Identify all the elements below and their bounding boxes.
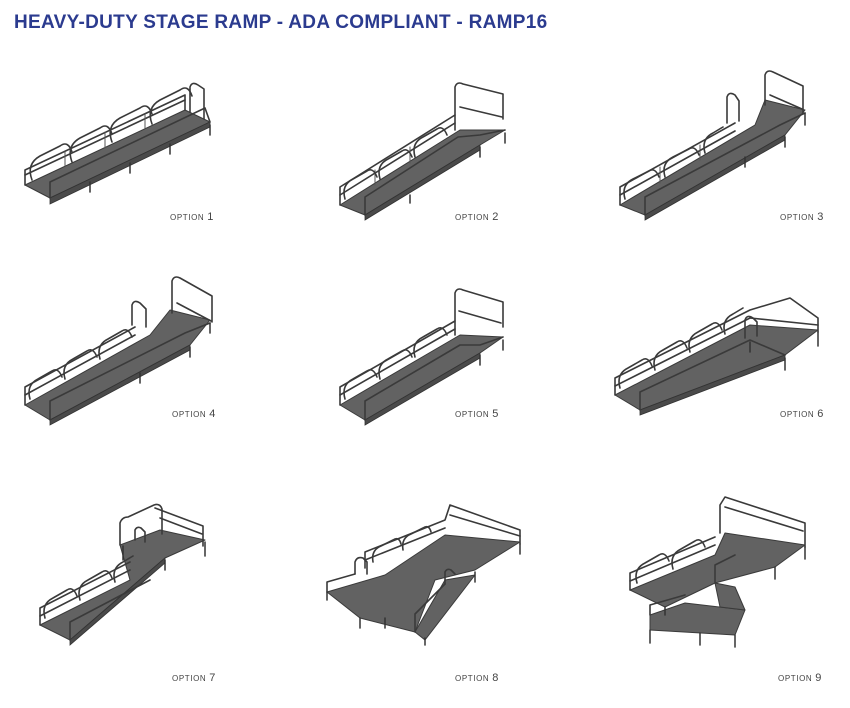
page-title: HEAVY-DUTY STAGE RAMP - ADA COMPLIANT - …: [14, 12, 548, 33]
ramp-illustration-option-3: [619, 70, 806, 221]
ramp-illustration-option-8: [326, 504, 521, 646]
ramp-illustration-option-7: [39, 503, 206, 646]
ramp-illustration-option-2: [339, 82, 506, 221]
ramp-illustration-option-9: [629, 496, 806, 648]
ramp-illustration-option-1: [24, 82, 211, 205]
ramp-illustration-option-6: [614, 297, 819, 416]
ramp-illustration-option-4: [24, 276, 213, 426]
ramp-illustration-option-5: [339, 288, 504, 426]
